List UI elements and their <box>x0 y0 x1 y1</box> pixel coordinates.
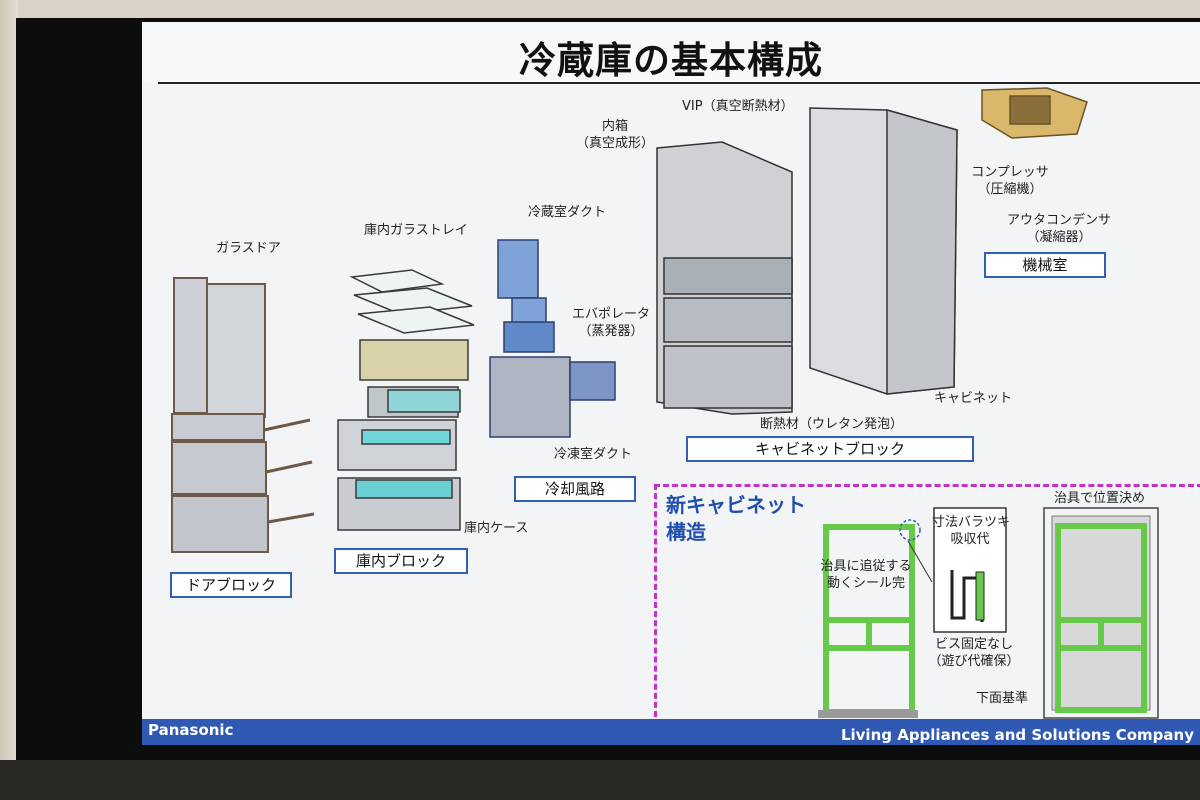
new-cabinet-title-line2: 構造 <box>666 520 706 544</box>
footer-bar <box>142 719 1200 745</box>
label-inner-case: 庫内ケース <box>464 521 529 536</box>
label-evaporator-sub: （蒸発器） <box>578 324 644 339</box>
label-evaporator: エバポレータ （蒸発器） <box>566 306 656 340</box>
cooling-duct-illustration <box>489 239 616 438</box>
cabinet-block-illustration <box>656 107 958 415</box>
label-glass-tray: 庫内ガラストレイ <box>364 223 468 238</box>
block-inner: 庫内ブロック <box>334 548 468 574</box>
block-cabinet: キャビネットブロック <box>686 436 974 462</box>
label-cabinet: キャビネット <box>934 391 1013 406</box>
label-no-screw-line1: ビス固定なし <box>934 637 1013 652</box>
label-condenser-sub: （凝縮器） <box>1026 230 1092 245</box>
new-cabinet-title-line1: 新キャビネット <box>666 493 806 517</box>
label-moving-seal: 治具に追従する 動くシール完 <box>806 558 926 592</box>
block-machine: 機械室 <box>984 252 1106 278</box>
inner-block-illustration <box>337 269 475 531</box>
label-vip: VIP（真空断熱材） <box>682 99 794 114</box>
machine-room-illustration <box>981 87 1088 139</box>
label-inner-box-main: 内箱 <box>601 119 628 134</box>
wall-left <box>0 0 18 800</box>
label-inner-box: 内箱 （真空成形） <box>567 118 663 152</box>
label-freezer-duct: 冷凍室ダクト <box>554 447 633 462</box>
label-jig-positioning: 治具で位置決め <box>1054 491 1146 506</box>
new-cabinet-panel <box>654 484 1200 717</box>
wall-background <box>0 0 1200 22</box>
block-cooling: 冷却風路 <box>514 476 636 502</box>
label-tolerance: 寸法バラツキ 吸収代 <box>932 514 1011 548</box>
label-glass-door: ガラスドア <box>216 241 281 256</box>
new-cabinet-diagram <box>818 507 1159 719</box>
label-fridge-duct: 冷蔵室ダクト <box>528 205 607 220</box>
label-compressor-sub: （圧縮機） <box>977 182 1043 197</box>
brand-logo: Panasonic <box>148 721 234 739</box>
label-compressor: コンプレッサ （圧縮機） <box>960 164 1060 198</box>
label-bottom-reference: 下面基準 <box>976 691 1029 706</box>
block-door: ドアブロック <box>170 572 292 598</box>
label-condenser: アウタコンデンサ （凝縮器） <box>994 212 1124 246</box>
label-tolerance-line2: 吸収代 <box>950 532 990 547</box>
company-name: Living Appliances and Solutions Company <box>840 726 1194 744</box>
label-tolerance-line1: 寸法バラツキ <box>932 515 1011 530</box>
label-no-screw: ビス固定なし （遊び代確保） <box>922 636 1026 670</box>
label-evaporator-main: エバポレータ <box>571 307 650 322</box>
new-cabinet-title: 新キャビネット 構造 <box>666 492 806 546</box>
title-bar <box>142 22 1200 82</box>
label-inner-box-sub: （真空成形） <box>575 136 654 151</box>
label-insulation: 断熱材（ウレタン発泡） <box>760 417 904 432</box>
label-condenser-main: アウタコンデンサ <box>1006 213 1111 228</box>
title-underline <box>158 82 1200 84</box>
monitor-base-area <box>0 760 1200 800</box>
slide-title: 冷蔵庫の基本構成 <box>519 39 823 82</box>
door-block-illustration <box>171 277 315 553</box>
label-compressor-main: コンプレッサ <box>971 165 1049 180</box>
label-moving-seal-line2: 動くシール完 <box>826 576 905 591</box>
refrigerator-diagram <box>171 87 1159 719</box>
label-no-screw-line2: （遊び代確保） <box>928 654 1020 669</box>
slide-screen: 冷蔵庫の基本構成 <box>142 22 1200 745</box>
label-moving-seal-line1: 治具に追従する <box>820 559 912 574</box>
